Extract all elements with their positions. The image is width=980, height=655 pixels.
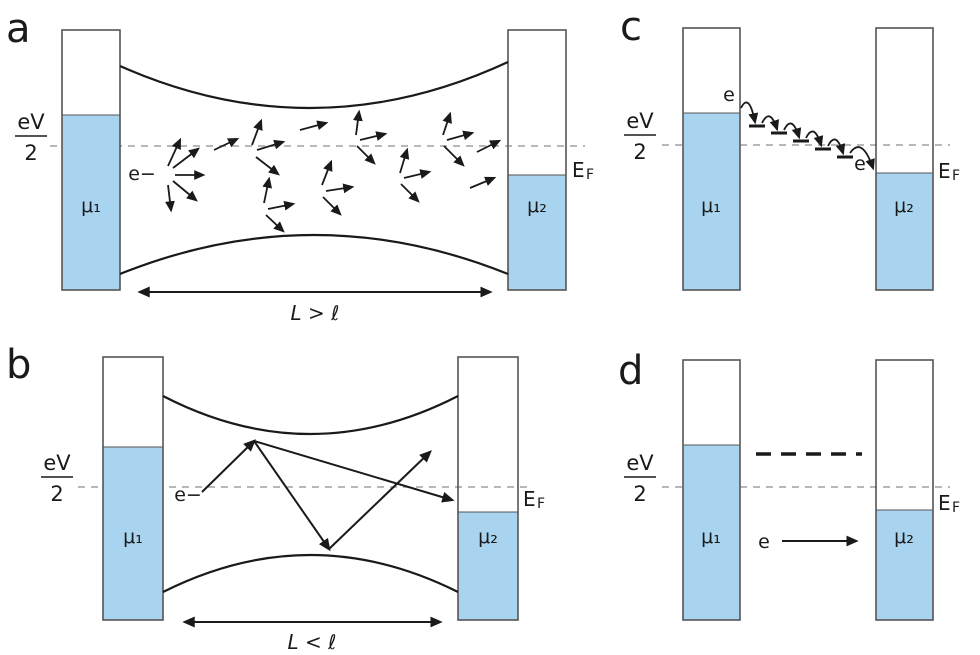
ev-denominator-label: 2 <box>633 140 646 164</box>
reservoir-mu1-outline <box>102 356 164 621</box>
hop-arrow <box>827 138 846 156</box>
electron-label: e− <box>174 484 202 506</box>
scatter-arrow <box>267 200 296 211</box>
channel-length-label: L < ℓ <box>288 630 337 654</box>
ev-numerator-label: eV <box>626 109 654 133</box>
scatter-arrow <box>442 111 452 136</box>
hop-arrow <box>761 115 780 132</box>
channel-length-label: L > ℓ <box>291 301 340 325</box>
hop-arrow <box>783 122 802 140</box>
ev-denominator-label: 2 <box>24 141 37 165</box>
hop-arrow <box>849 146 875 171</box>
scatter-arrow <box>265 214 285 233</box>
scatter-arrow <box>299 120 329 131</box>
channel-bottom-boundary <box>162 553 459 593</box>
hop-arrow <box>805 130 824 148</box>
electron-start-label: e <box>723 84 735 106</box>
reservoir-mu2-outline <box>875 27 934 291</box>
scatter-arrow <box>172 180 198 202</box>
fermi-energy-subscript: F <box>952 500 960 516</box>
fermi-energy-label: E <box>938 491 951 515</box>
scatter-arrow <box>403 169 432 179</box>
scatter-arrow <box>325 183 355 194</box>
panel-letter-d: d <box>618 348 643 394</box>
scatter-arrow <box>251 118 263 146</box>
trajectory-arrow <box>253 440 331 552</box>
ev-numerator-label: eV <box>17 110 45 134</box>
ev-numerator-label: eV <box>43 451 71 475</box>
channel-top-boundary <box>119 61 509 110</box>
diffusive-scatter-arrows <box>165 109 502 233</box>
scatter-arrow <box>262 176 273 204</box>
reservoir-mu2-fill <box>875 172 934 291</box>
scatter-arrow <box>469 176 497 189</box>
scatter-arrow <box>256 139 286 151</box>
scatter-arrow <box>356 145 376 165</box>
mu1-label: μ₁ <box>81 195 101 217</box>
panel-a-diffusive: μ₁ μ₂ eV 2 E F e− <box>6 6 594 325</box>
panel-letter-c: c <box>620 4 642 50</box>
reservoir-mu2-fill <box>875 509 934 621</box>
channel-top-boundary <box>162 395 459 436</box>
ev-denominator-label: 2 <box>50 482 63 506</box>
scatter-arrow <box>352 109 363 136</box>
trajectory-arrow <box>253 440 455 503</box>
electron-end-label: e <box>854 153 866 175</box>
fermi-energy-subscript: F <box>586 167 594 183</box>
scatter-arrow <box>321 159 333 186</box>
scatter-arrow <box>167 137 182 167</box>
channel-bottom-boundary <box>119 233 509 276</box>
panel-letter-b: b <box>6 342 31 388</box>
scatter-arrow <box>400 183 420 203</box>
trajectory-arrow <box>328 450 432 550</box>
panel-b-ballistic: μ₁ μ₂ eV 2 E F e− L < ℓ b <box>6 342 545 654</box>
scatter-arrow <box>165 184 175 213</box>
trajectory-arrow <box>201 439 256 493</box>
mu2-label: μ₂ <box>894 526 914 548</box>
mu2-label: μ₂ <box>894 195 914 217</box>
scatter-arrow <box>359 131 388 141</box>
electron-label: e− <box>128 163 156 185</box>
scatter-arrow <box>172 147 200 169</box>
panel-c-hopping: μ₁ μ₂ eV 2 E F e e c <box>620 4 960 291</box>
hop-arrow <box>740 101 759 125</box>
reservoir-mu2-outline <box>457 356 519 621</box>
scatter-arrow <box>446 130 475 141</box>
fermi-energy-label: E <box>523 487 536 511</box>
reservoir-mu1-outline <box>682 27 741 291</box>
mu1-label: μ₁ <box>701 526 721 548</box>
panel-letter-a: a <box>6 6 31 52</box>
reservoir-mu2-fill <box>507 174 567 291</box>
electron-label: e <box>758 531 770 553</box>
mu2-label: μ₂ <box>527 195 547 217</box>
fermi-energy-label: E <box>572 158 585 182</box>
panel-d-tunneling: μ₁ μ₂ eV 2 E F e d <box>618 348 960 621</box>
scatter-arrow <box>399 147 410 174</box>
reservoir-mu2-outline <box>507 29 567 291</box>
scatter-arrow <box>322 196 342 216</box>
scatter-arrow <box>255 156 280 176</box>
mu1-label: μ₁ <box>123 526 143 548</box>
localized-states <box>749 124 853 159</box>
ballistic-trajectory-arrows <box>201 439 455 552</box>
mu2-label: μ₂ <box>478 526 498 548</box>
fermi-energy-subscript: F <box>537 496 545 512</box>
scatter-arrow <box>443 145 465 167</box>
hopping-arrows <box>740 101 875 171</box>
fermi-energy-label: E <box>938 159 951 183</box>
ev-numerator-label: eV <box>626 451 654 475</box>
scatter-arrow <box>213 137 240 151</box>
reservoir-mu1-fill <box>682 444 741 621</box>
reservoir-mu1-fill <box>102 446 164 621</box>
fermi-energy-subscript: F <box>952 168 960 184</box>
reservoir-mu1-outline <box>61 29 121 291</box>
scatter-arrow <box>476 139 502 153</box>
mu1-label: μ₁ <box>701 195 721 217</box>
reservoir-mu2-outline <box>875 359 934 621</box>
ev-denominator-label: 2 <box>633 482 646 506</box>
reservoir-mu1-outline <box>682 359 741 621</box>
